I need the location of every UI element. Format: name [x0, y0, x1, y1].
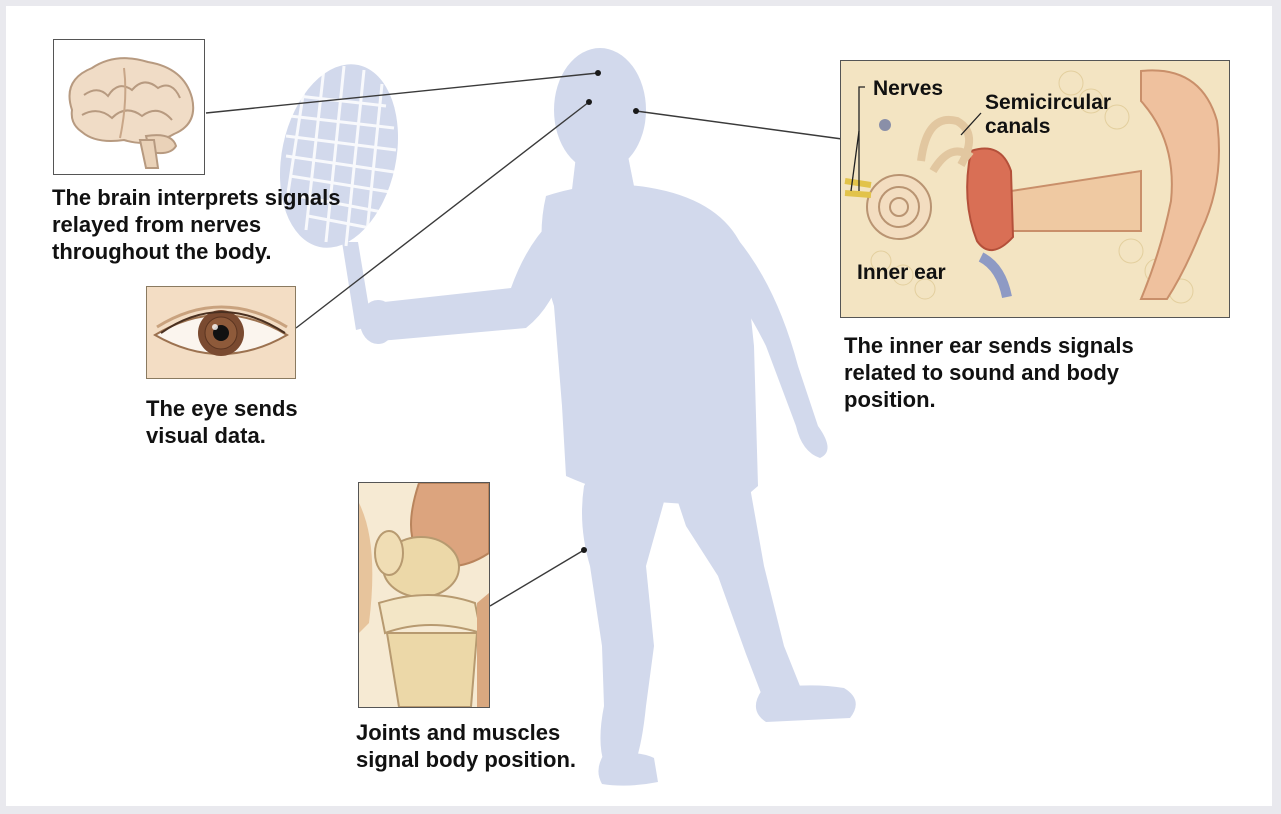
inner-ear-panel: Nerves Semicircular canals Inner ear [840, 60, 1230, 318]
brain-caption: The brain interprets signals relayed fro… [52, 184, 341, 265]
joint-caption: Joints and muscles signal body position. [356, 719, 576, 773]
eye-caption: The eye sends visual data. [146, 395, 298, 449]
brain-icon [54, 40, 204, 174]
knee-joint-panel [358, 482, 490, 708]
eye-panel [146, 286, 296, 379]
semicircular-canals-label: Semicircular canals [985, 91, 1111, 139]
brain-panel [53, 39, 205, 175]
inner-ear-caption: The inner ear sends signals related to s… [844, 332, 1134, 413]
eye-icon [147, 287, 295, 378]
nerves-label: Nerves [873, 77, 943, 101]
inner-ear-label: Inner ear [857, 261, 946, 285]
diagram-page: Nerves Semicircular canals Inner ear The… [6, 6, 1272, 806]
knee-joint-icon [359, 483, 489, 707]
